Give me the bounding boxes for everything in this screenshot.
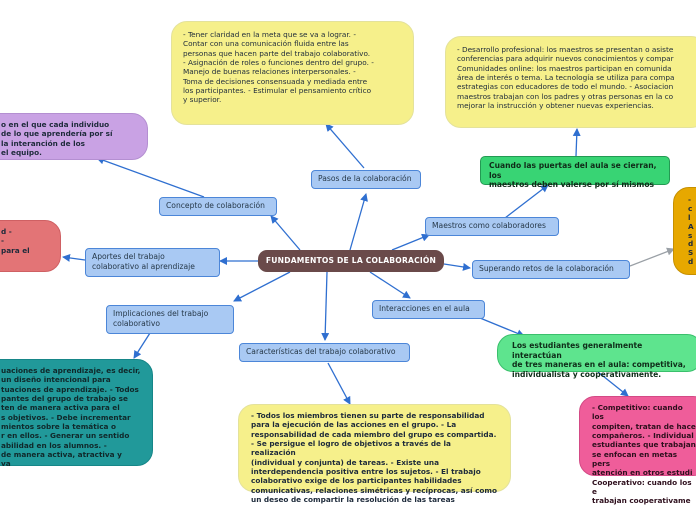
topic-pasos[interactable]: Pasos de la colaboración <box>311 170 421 189</box>
topic-concepto[interactable]: Concepto de colaboración <box>159 197 277 216</box>
detail-implicaciones: uaciones de aprendizaje, es decir, un di… <box>0 359 153 468</box>
topic-implicaciones[interactable]: Implicaciones del trabajo colaborativo <box>106 305 234 334</box>
detail-interacciones-pink: - Competitivo: cuando los compiten, trat… <box>579 396 696 505</box>
detail-pasos: - Tener claridad en la meta que se va a … <box>171 21 414 125</box>
detail-maestros-green: Cuando las puertas del aula se cierran, … <box>480 156 670 189</box>
link-concepto-detail <box>96 156 205 198</box>
detail-interacciones-green: Los estudiantes generalmente interactúan… <box>497 334 696 379</box>
detail-superando: - c l A s d S d <box>673 187 696 275</box>
link-maestros-green <box>504 184 549 219</box>
topic-interacciones[interactable]: Interacciones en el aula <box>372 300 485 319</box>
link-implicaciones-detail <box>133 332 151 359</box>
link-aportes-detail <box>62 253 86 262</box>
topic-maestros[interactable]: Maestros como colaboradores <box>425 217 559 236</box>
detail-concepto: o en el que cada individuo de lo que apr… <box>0 113 148 160</box>
root-topic[interactable]: FUNDAMENTOS DE LA COLABORACIÓN <box>258 250 444 272</box>
link-root-maestros <box>391 233 430 251</box>
link-interacciones-detail <box>479 317 525 338</box>
link-maestros-green-yellow <box>572 128 581 157</box>
link-root-implicaciones <box>233 271 291 302</box>
topic-caracteristicas[interactable]: Características del trabajo colaborativo <box>239 343 410 362</box>
link-root-pasos <box>349 193 368 251</box>
link-superando-detail <box>629 247 675 267</box>
detail-aportes: d - - para el <box>0 220 61 272</box>
detail-caracteristicas: - Todos los miembros tienen su parte de … <box>238 404 511 504</box>
link-caracteristicas-detail <box>327 362 351 405</box>
link-root-superando <box>443 262 471 271</box>
link-root-interacciones <box>369 271 411 299</box>
link-interacciones-pink <box>597 371 629 397</box>
link-root-caracteristicas <box>321 271 330 341</box>
link-root-concepto <box>270 215 301 251</box>
detail-maestros-yellow: - Desarrollo profesional: los maestros s… <box>445 36 696 128</box>
topic-aportes[interactable]: Aportes del trabajo colaborativo al apre… <box>85 248 220 277</box>
link-pasos-detail <box>325 123 365 169</box>
topic-superando[interactable]: Superando retos de la colaboración <box>472 260 630 279</box>
